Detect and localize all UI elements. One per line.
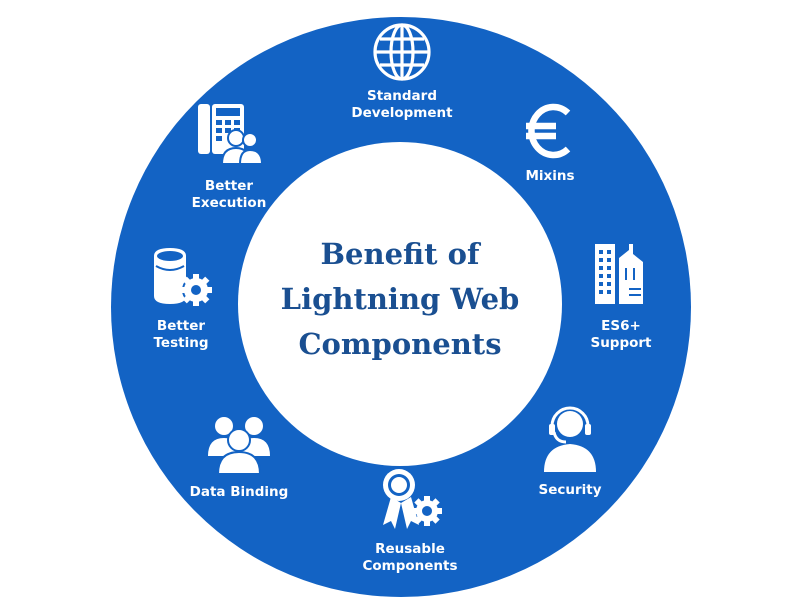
benefit-label: Better [204,178,254,194]
headset-user-icon [544,406,596,472]
center-title-line: Benefit of [320,237,480,271]
benefit-label: Support [590,335,652,351]
benefit-better-testing: Better Testing [106,246,256,352]
benefit-reusable-components: Reusable Components [335,465,485,575]
benefit-label: ES6+ [601,318,641,334]
benefit-es6-support: ES6+ Support [546,240,696,352]
benefit-label: Testing [153,335,209,351]
phone-user-icon [198,104,264,164]
benefit-better-execution: Better Execution [154,102,304,212]
users-group-icon [208,417,270,474]
center-title-line: Components [298,327,502,361]
benefit-data-binding: Data Binding [164,412,314,501]
benefit-label: Reusable [375,541,445,557]
benefit-label: Security [538,482,602,498]
benefit-label: Execution [191,195,267,211]
euro-icon [526,103,571,159]
benefit-mixins: Mixins [475,100,625,185]
globe-icon [373,23,431,81]
benefit-label: Better [156,318,206,334]
center-title: Benefit of Lightning Web Components [250,232,550,367]
benefit-label: Components [362,558,458,574]
benefit-security: Security [495,402,645,499]
center-title-line: Lightning Web [280,282,520,316]
benefit-label: Development [351,105,453,121]
center-circle [238,142,562,466]
buildings-icon [595,244,643,304]
benefit-label: Standard [367,88,437,104]
benefit-label: Data Binding [189,484,289,500]
benefit-label: Mixins [525,168,575,184]
badge-gear-icon [383,469,442,529]
database-gear-icon [154,248,212,306]
benefit-standard-development: Standard Development [327,20,477,122]
